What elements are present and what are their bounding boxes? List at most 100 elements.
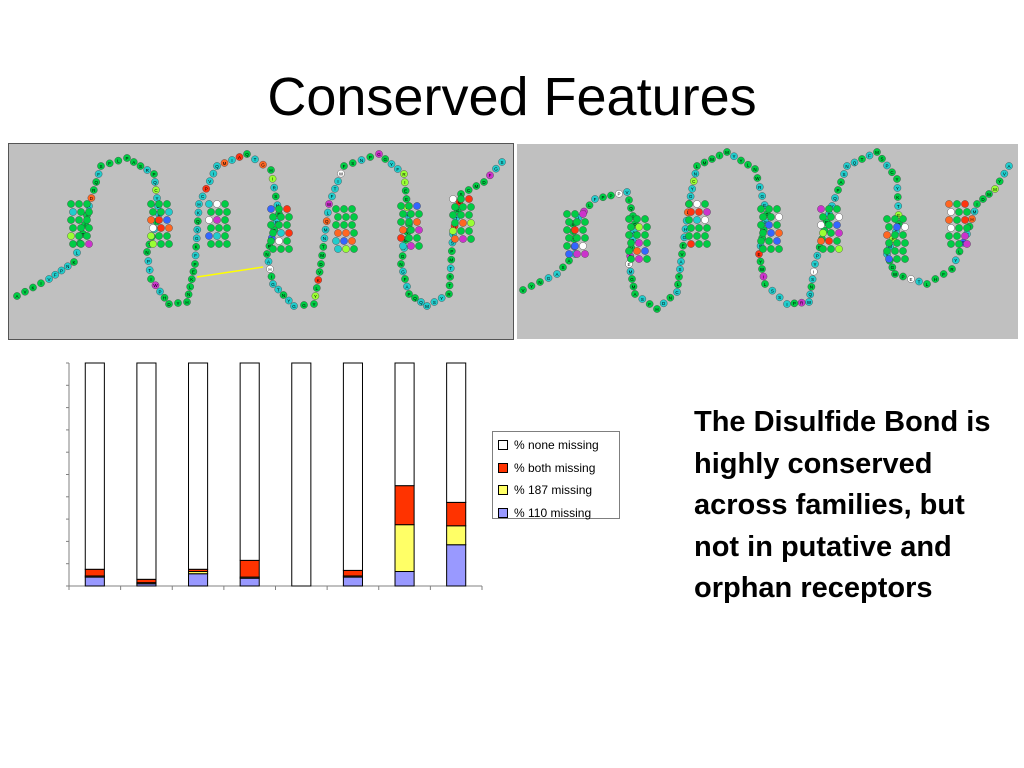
helix-residue	[397, 202, 405, 210]
bar-segment-7-both-missing	[394, 485, 415, 526]
helix-residue	[457, 195, 465, 203]
svg-text:F: F	[404, 277, 407, 282]
residue: Q	[194, 217, 202, 225]
helix-residue	[757, 221, 765, 229]
residue: Q	[831, 194, 839, 202]
helix-residue	[765, 221, 773, 229]
bar-segment-8-110-missing	[446, 544, 467, 587]
helix-residue	[833, 205, 841, 213]
svg-text:D: D	[167, 302, 171, 307]
residue: D	[979, 195, 987, 203]
helix-residue	[963, 240, 971, 248]
svg-text:A: A	[405, 284, 408, 289]
svg-text:F: F	[648, 302, 651, 307]
svg-text:C: C	[201, 194, 205, 199]
svg-text:M: M	[987, 192, 991, 197]
svg-text:I: I	[213, 171, 214, 176]
svg-text:T: T	[148, 268, 151, 273]
svg-text:V: V	[208, 179, 211, 184]
helix-residue	[565, 234, 573, 242]
residue: T	[331, 185, 339, 193]
helix-residue	[825, 205, 833, 213]
residue: H	[931, 275, 940, 283]
helix-residue	[693, 200, 701, 208]
helix-residue	[891, 247, 899, 255]
helix-residue	[149, 224, 157, 232]
helix-residue	[883, 247, 891, 255]
stacked-bar-chart	[62, 360, 492, 595]
svg-text:S: S	[351, 161, 354, 166]
legend-item-110-missing: % 110 missing	[493, 502, 619, 525]
residue: G	[300, 301, 308, 309]
residue: Q	[92, 178, 100, 186]
bar-segment-3-110-missing	[188, 573, 209, 587]
helix-residue	[348, 205, 356, 213]
residue: K	[893, 193, 902, 201]
svg-text:Q: Q	[325, 219, 329, 224]
svg-text:Q: Q	[196, 228, 200, 233]
residue: Y	[737, 156, 745, 165]
helix-residue	[451, 203, 459, 211]
svg-text:G: G	[261, 162, 265, 167]
helix-residue	[625, 247, 633, 255]
helix-residue	[165, 240, 173, 248]
helix-residue	[397, 234, 405, 242]
svg-text:N: N	[399, 262, 402, 267]
helix-residue	[67, 200, 75, 208]
residue: S	[808, 275, 817, 283]
svg-text:P: P	[158, 289, 161, 294]
helix-residue	[223, 224, 231, 232]
svg-text:P: P	[617, 192, 620, 197]
residue: I	[625, 196, 633, 204]
svg-text:A: A	[267, 259, 270, 264]
helix-residue	[223, 208, 231, 216]
svg-text:C: C	[154, 188, 158, 193]
helix-residue	[205, 200, 213, 208]
residue: P	[599, 193, 607, 202]
residue: V	[45, 275, 53, 283]
svg-text:P: P	[450, 249, 453, 254]
helix-residue	[817, 205, 825, 213]
helix-residue	[457, 227, 465, 235]
helix-residue	[643, 223, 651, 231]
svg-text:G: G	[271, 282, 275, 287]
helix-residue	[340, 205, 348, 213]
residue: S	[768, 286, 777, 295]
svg-text:H: H	[185, 300, 188, 305]
svg-text:I: I	[404, 180, 405, 185]
svg-text:W: W	[760, 267, 765, 272]
svg-text:I: I	[84, 222, 85, 227]
helix-residue	[275, 205, 283, 213]
helix-residue	[573, 234, 581, 242]
helix-residue	[563, 210, 571, 218]
svg-text:Q: Q	[853, 160, 857, 165]
svg-text:M: M	[993, 187, 997, 192]
helix-residue	[269, 229, 277, 237]
residue: G	[628, 275, 636, 283]
bar-segment-7-110-missing	[394, 571, 415, 587]
helix-residue	[397, 218, 405, 226]
helix-residue	[817, 237, 825, 245]
svg-text:H: H	[970, 217, 973, 222]
residue: E	[189, 267, 198, 276]
helix-residue	[207, 240, 215, 248]
residue: Q	[322, 217, 331, 225]
svg-text:C: C	[890, 170, 894, 175]
svg-text:Q: Q	[215, 164, 219, 169]
helix-residue	[573, 218, 581, 226]
residue: Q	[213, 162, 221, 170]
helix-residue	[695, 224, 703, 232]
svg-text:L: L	[926, 282, 929, 287]
residue: Q	[193, 225, 202, 234]
residue: Y	[174, 299, 182, 307]
svg-text:K: K	[190, 277, 193, 282]
bar-segment-1-both-missing	[84, 568, 105, 577]
residue: L	[312, 284, 321, 292]
residue: P	[123, 154, 131, 162]
svg-text:V: V	[1003, 171, 1006, 176]
helix-residue	[467, 203, 475, 211]
svg-text:A: A	[132, 160, 135, 165]
helix-residue	[775, 213, 783, 221]
chart-svg	[66, 362, 483, 590]
residue: Y	[995, 177, 1004, 186]
